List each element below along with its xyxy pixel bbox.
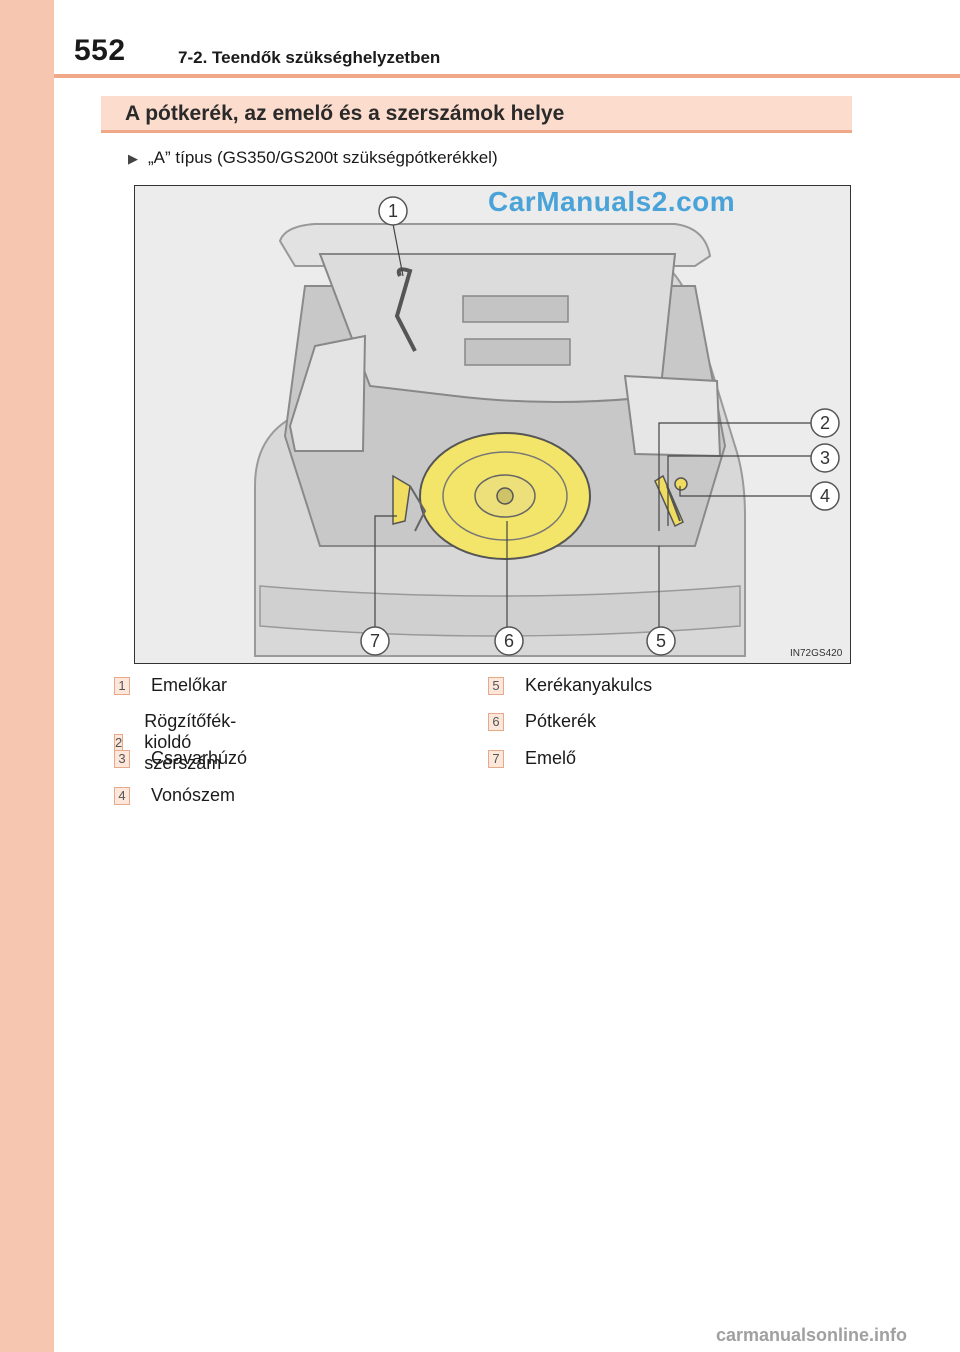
legend-item-5: 5 Kerékanyakulcs bbox=[488, 675, 652, 696]
header-rule bbox=[54, 74, 960, 78]
legend-label: Emelőkar bbox=[151, 675, 228, 695]
legend-label: Pótkerék bbox=[525, 711, 597, 731]
legend-item-6: 6 Pótkerék bbox=[488, 711, 596, 732]
legend-label: Emelő bbox=[525, 748, 577, 768]
legend-item-3: 3 Csavarhúzó bbox=[114, 748, 247, 769]
callout-7 bbox=[360, 626, 390, 656]
legend-label: Kerékanyakulcs bbox=[525, 675, 653, 695]
callout-2 bbox=[810, 408, 840, 438]
footer-watermark: carmanualsonline.info bbox=[716, 1325, 908, 1345]
type-line: ▶ „A” típus (GS350/GS200t szükségpótkerék… bbox=[128, 148, 498, 168]
callout-4 bbox=[810, 481, 840, 511]
legend-item-7: 7 Emelő bbox=[488, 748, 576, 769]
callout-3-text: 3 bbox=[820, 448, 830, 468]
legend-number: 7 bbox=[488, 749, 504, 768]
legend-number: 3 bbox=[114, 749, 130, 768]
callout-1-text: 1 bbox=[388, 201, 398, 221]
legend-item-2: 2 Rögzítőfék-kioldó szerszám bbox=[114, 711, 243, 774]
legend-number: 6 bbox=[488, 712, 504, 731]
legend-label: Csavarhúzó bbox=[151, 748, 248, 768]
callout-4-text: 4 bbox=[820, 486, 830, 506]
page-margin-band bbox=[0, 0, 54, 1352]
trunk-drawing: 1 2 3 4 5 6 7 bbox=[135, 186, 850, 663]
legend-number: 5 bbox=[488, 676, 504, 695]
legend-label: Vonószem bbox=[151, 785, 236, 805]
subsection-heading-text: A pótkerék, az emelő és a szerszámok hel… bbox=[125, 102, 565, 125]
figure-code: IN72GS420 bbox=[790, 648, 843, 659]
section-title: 7-2. Teendők szükséghelyzetben bbox=[178, 48, 441, 67]
callout-7-text: 7 bbox=[370, 631, 380, 651]
subsection-heading: A pótkerék, az emelő és a szerszámok hel… bbox=[101, 96, 852, 133]
callout-2-text: 2 bbox=[820, 413, 830, 433]
callout-3 bbox=[810, 443, 840, 473]
trunk-illustration: 1 2 3 4 5 6 7 bbox=[134, 185, 851, 664]
triangle-bullet-icon: ▶ bbox=[128, 151, 138, 166]
type-line-text: „A” típus (GS350/GS200t szükségpótkerékk… bbox=[148, 148, 498, 167]
callout-1 bbox=[378, 196, 408, 226]
callout-6-text: 6 bbox=[504, 631, 514, 651]
legend-label: Rögzítőfék-kioldó szerszám bbox=[144, 711, 237, 773]
legend-number: 4 bbox=[114, 786, 130, 805]
callout-5 bbox=[646, 626, 676, 656]
figure-watermark: CarManuals2.com bbox=[488, 186, 736, 217]
page-number: 552 bbox=[74, 34, 126, 67]
legend-number: 1 bbox=[114, 676, 130, 695]
legend-item-4: 4 Vonószem bbox=[114, 785, 235, 806]
callout-6 bbox=[494, 626, 524, 656]
callout-5-text: 5 bbox=[656, 631, 666, 651]
legend-item-1: 1 Emelőkar bbox=[114, 675, 227, 696]
